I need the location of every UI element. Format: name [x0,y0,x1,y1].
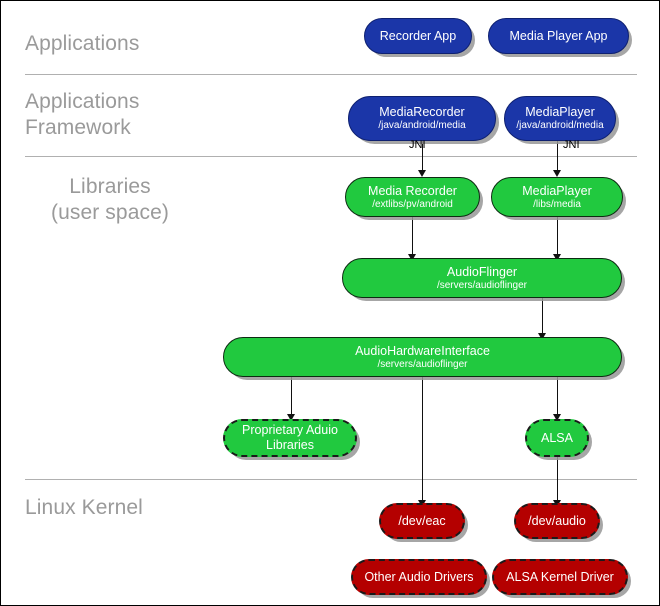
node-proprietary-audio-libraries[interactable]: Proprietary Aduio Libraries [223,419,357,457]
node-alsa[interactable]: ALSA [525,419,589,457]
node-audioflinger[interactable]: AudioFlinger /servers/audioflinger [342,258,622,298]
node-title: AudioFlinger [446,264,518,279]
connector-mediarecorderlib-to-audioflinger [412,217,413,257]
connector-mediaplayer-to-lib [557,141,558,173]
connector-mediaplayerlib-to-audioflinger [557,217,558,257]
node-title: Proprietary Aduio Libraries [242,423,338,452]
node-subtitle: /java/android/media [516,120,604,131]
node-title: MediaRecorder [379,105,465,119]
node-subtitle: /extlibs/pv/android [372,198,453,210]
connector-alsa-to-dev-audio [557,457,558,503]
node-mediarecorder[interactable]: MediaRecorder /java/android/media [348,96,496,141]
edge-label-jni-player: JNI [563,139,580,151]
node-dev-audio[interactable]: /dev/audio [514,503,600,539]
node-subtitle: /java/android/media [378,120,466,131]
connector-ahi-to-proprietary [291,377,292,417]
arrowhead-ahi-to-proprietary [287,414,295,421]
node-recorder-app[interactable]: Recorder App [364,18,472,54]
divider-applications-framework [25,156,637,157]
layer-label-linux-kernel: Linux Kernel [25,496,143,519]
node-subtitle: /servers/audioflinger [436,279,528,291]
node-subtitle: /servers/audioflinger [377,358,468,370]
node-title: /dev/audio [528,513,586,528]
layer-label-applications: Applications [25,32,140,55]
node-title: Media Recorder [368,183,457,198]
node-media-player-app[interactable]: Media Player App [488,18,629,54]
node-alsa-kernel-driver[interactable]: ALSA Kernel Driver [492,559,628,595]
edge-label-jni-recorder: JNI [409,139,426,151]
arrowhead-mediaplayer-to-lib [553,170,561,177]
layer-label-libraries: Libraries (user space) [51,175,169,224]
node-title: MediaPlayer [525,105,595,119]
node-title: Recorder App [379,28,457,43]
node-audiohardwareinterface[interactable]: AudioHardwareInterface /servers/audiofli… [223,337,622,377]
arrowhead-mediarecorder-to-lib [418,170,426,177]
node-title: Other Audio Drivers [364,569,474,584]
node-mediaplayer-lib[interactable]: MediaPlayer /libs/media [491,177,623,217]
layer-label-applications-framework: Applications Framework [25,90,140,139]
divider-applications [25,74,637,75]
node-mediaplayer-framework[interactable]: MediaPlayer /java/android/media [504,96,616,141]
connector-audioflinger-to-ahi [542,298,543,336]
node-dev-eac[interactable]: /dev/eac [379,503,465,539]
node-other-audio-drivers[interactable]: Other Audio Drivers [351,559,487,595]
node-media-recorder-lib[interactable]: Media Recorder /extlibs/pv/android [345,177,480,217]
node-title: AudioHardwareInterface [355,343,490,358]
node-title: MediaPlayer [522,183,592,198]
node-title: ALSA Kernel Driver [506,569,614,584]
node-title: ALSA [541,430,573,445]
connector-ahi-to-alsa [557,377,558,417]
node-title: Media Player App [509,28,608,43]
node-subtitle: /libs/media [533,198,581,210]
arrowhead-ahi-to-alsa [553,414,561,421]
divider-libraries [25,479,637,480]
node-title: /dev/eac [398,513,446,528]
connector-ahi-to-dev-eac [422,377,423,503]
connector-mediarecorder-to-lib [422,141,423,173]
